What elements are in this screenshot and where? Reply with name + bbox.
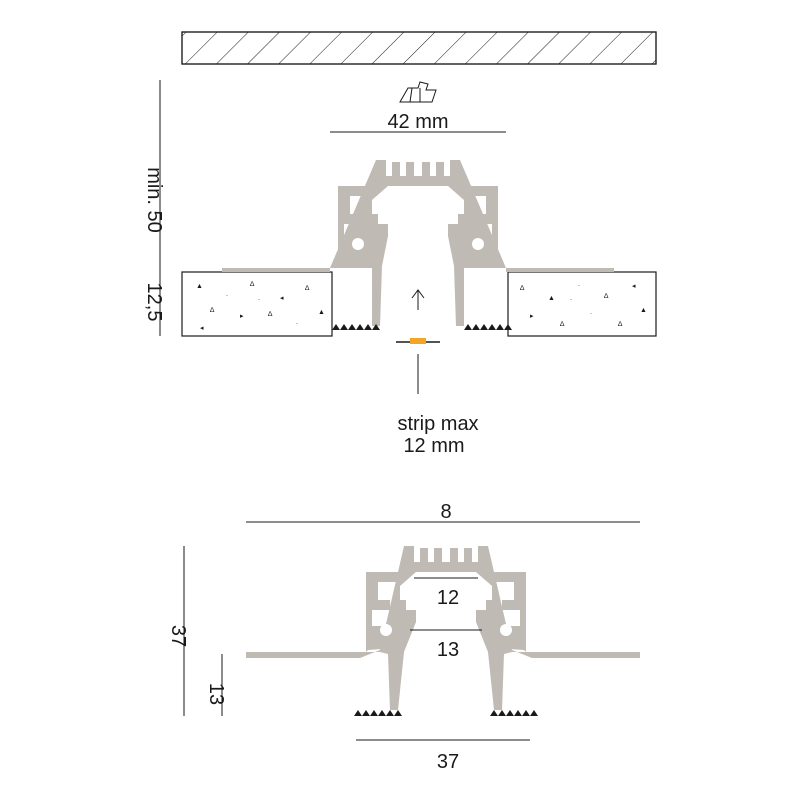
svg-text:∆: ∆ [305,285,310,292]
svg-text:∆: ∆ [520,285,525,292]
inner-top-label: 12 [437,587,459,609]
svg-text:▲: ▲ [640,307,647,314]
svg-text:◂: ◂ [200,325,204,332]
overall-width-label: 8 [440,501,451,523]
svg-text:∆: ∆ [604,293,609,300]
svg-text:▲: ▲ [318,309,325,316]
svg-text:∆: ∆ [618,321,623,328]
svg-text:∆: ∆ [250,281,255,288]
plasterboard-left: ▲.∆ ◂∆∆ ▸∆. ◂▲. [181,271,333,337]
height-dimension-bottom: 37 13 [167,546,227,716]
ceiling-slab [181,31,657,65]
svg-text:.: . [590,309,592,316]
strip-label-2: 12 mm [403,435,464,457]
profile-bottom [246,546,640,716]
svg-text:.: . [258,295,260,302]
flange-height-label: 13 [205,683,227,705]
led-strip [396,338,440,344]
svg-text:∆: ∆ [560,321,565,328]
height-label-top: min. 50 [143,167,165,233]
svg-text:∆: ∆ [210,307,215,314]
arrow-up-icon [411,289,425,310]
plasterboard-right: ∆ ▲. ∆ ◂ ▸ ∆. ∆ ▲. [507,271,657,337]
profile-top [222,160,614,330]
svg-text:◂: ◂ [280,295,284,302]
base-width-dimension: 37 [356,739,530,773]
svg-text:.: . [578,281,580,288]
screw-icon [399,81,437,103]
height-dimension-top: min. 50 12,5 [143,80,165,336]
svg-text:.: . [226,291,228,298]
svg-text:▲: ▲ [196,283,203,290]
svg-text:.: . [296,319,298,326]
strip-label-1: strip max [397,413,478,435]
width-dimension-top: 42 mm [330,111,506,133]
svg-text:▸: ▸ [240,313,244,320]
svg-text:.: . [570,295,572,302]
base-width-label: 37 [437,751,459,773]
inner-top-dimension: 12 [414,577,478,609]
inner-bottom-dimension: 13 [410,629,482,661]
svg-text:▸: ▸ [530,313,534,320]
svg-text:∆: ∆ [268,311,273,318]
width-label-top: 42 mm [387,111,448,133]
board-label: 12,5 [143,283,165,322]
svg-text:▲: ▲ [548,295,555,302]
inner-bottom-label: 13 [437,639,459,661]
svg-text:◂: ◂ [632,283,636,290]
height-label-bottom: 37 [167,625,189,647]
width-dimension-bottom: 8 [246,501,640,523]
